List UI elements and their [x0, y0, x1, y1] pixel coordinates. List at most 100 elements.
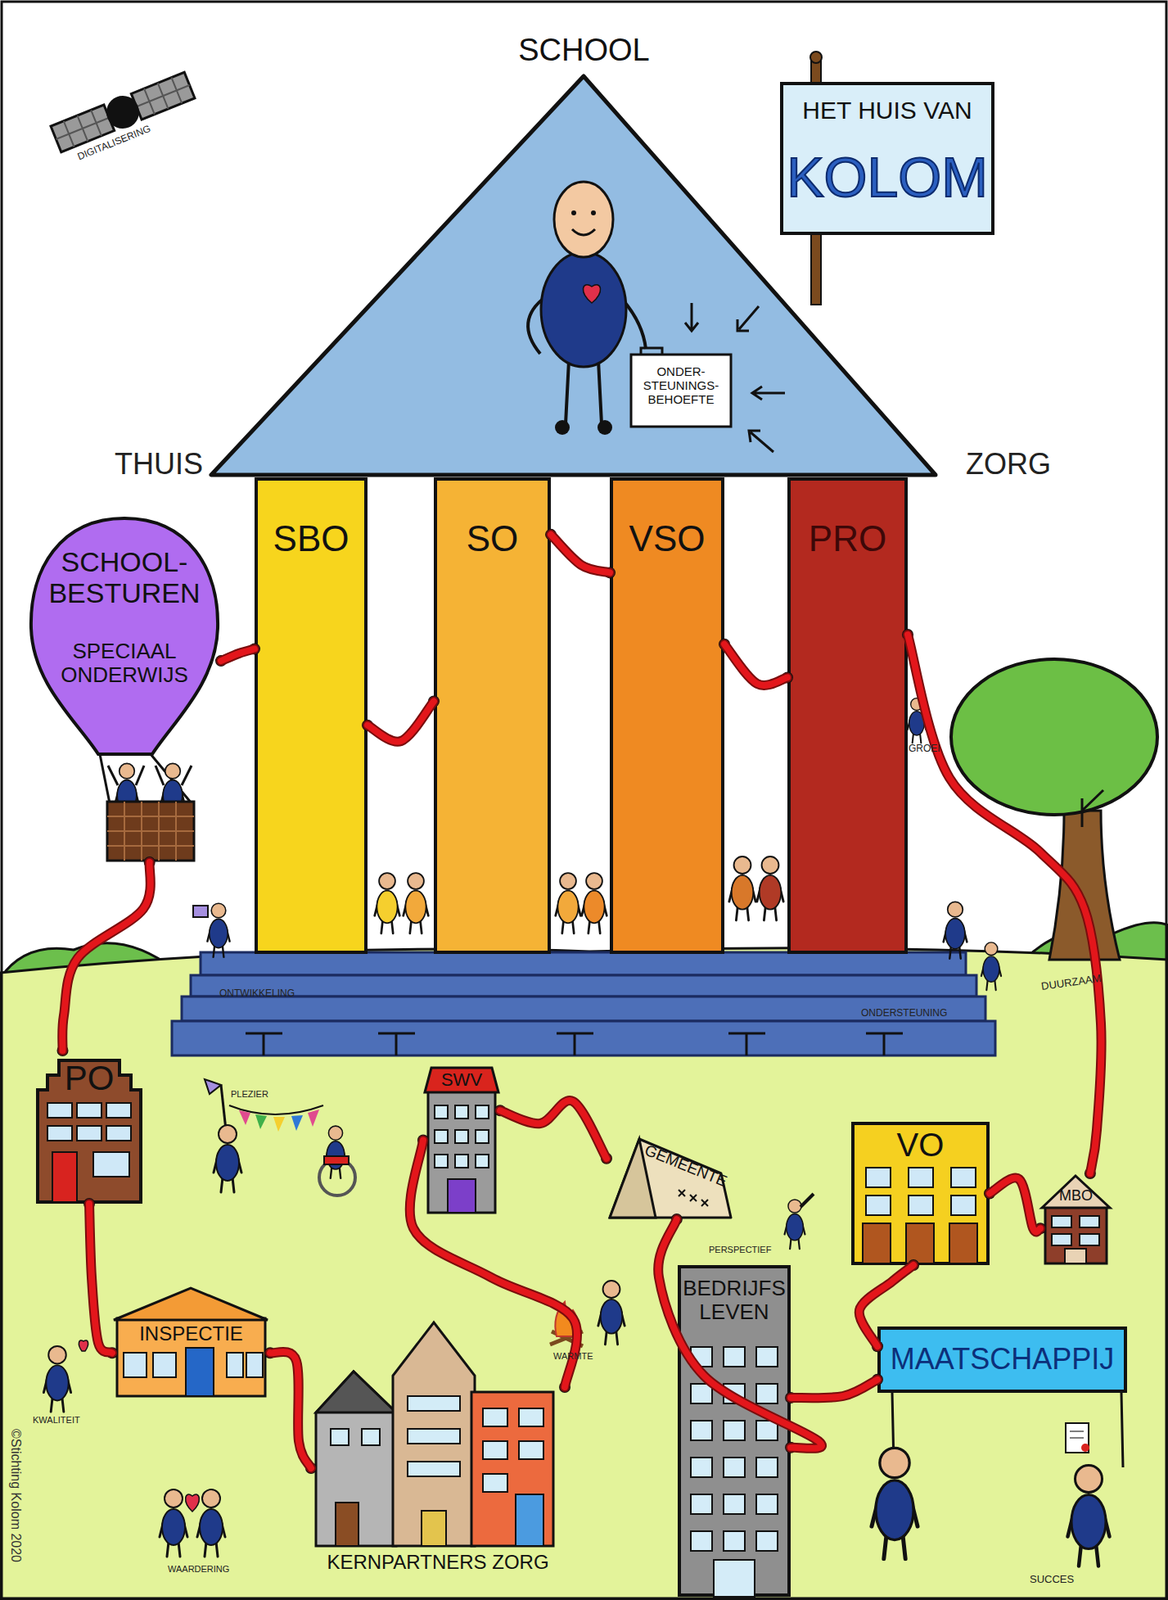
rope-outline: [658, 1218, 822, 1448]
office-tower-shape-part: [756, 1383, 778, 1403]
care-buildings-shape-part: [515, 1493, 544, 1546]
rope-connector: [494, 1100, 613, 1164]
school-building-shape-part: [1064, 1248, 1087, 1263]
node-text: HET HUIS VAN: [780, 96, 995, 125]
school-building-shape-part: [1079, 1233, 1100, 1245]
swv-building-shape-part: [475, 1129, 489, 1143]
rope-connector: [83, 1197, 118, 1358]
pillar: VSO: [609, 477, 725, 954]
school-building-shape-part: [76, 1125, 102, 1141]
node-text: PRO: [787, 518, 908, 559]
school-building-shape-part: [862, 1222, 891, 1263]
node-text: KERNPARTNERS ZORG: [311, 1551, 565, 1574]
care-buildings-shape-part: [315, 1370, 397, 1546]
people-quality-appreciation-part: [185, 1493, 200, 1511]
swv-building-shape-part: [455, 1104, 469, 1119]
steps: [171, 951, 996, 1056]
care-buildings-shape-part: [407, 1428, 460, 1444]
node-text: SCHOOL: [512, 32, 656, 68]
rope-knot: [57, 1044, 69, 1056]
node-text: VO: [851, 1126, 990, 1164]
swv-building-shape-part: [434, 1129, 448, 1143]
node-text: SWV: [423, 1069, 501, 1091]
roof-triangle-shape-part: [572, 229, 596, 235]
school-building-shape-part: [1051, 1233, 1072, 1245]
office-tower-shape-part: [690, 1456, 713, 1477]
rope-knot: [784, 1391, 797, 1403]
society-scene-part: [1068, 1465, 1110, 1566]
roof-triangle-shape-part: [582, 284, 600, 303]
inspection-building-shape-part: [246, 1352, 263, 1377]
rope-line: [658, 1218, 822, 1448]
party-scene-part: [291, 1114, 303, 1131]
rope-knot: [428, 695, 440, 708]
rope-knot: [1034, 1222, 1047, 1234]
care-buildings-shape-part: [335, 1501, 359, 1546]
rope-line: [859, 1264, 914, 1346]
office-tower-shape-part: [723, 1456, 745, 1477]
hot-air-balloon: SCHOOL- BESTURENSPECIAAL ONDERWIJS: [27, 514, 221, 862]
party-scene-part: [255, 1113, 267, 1129]
node-text: BEDRIJFS LEVEN: [679, 1276, 790, 1324]
school-building-shape-part: [93, 1151, 130, 1177]
school-building-shape-part: [1041, 1175, 1110, 1208]
care-buildings-shape-part: [315, 1370, 397, 1412]
office-tower-shape-part: [690, 1383, 713, 1403]
people-quality-appreciation-part: [159, 1488, 188, 1556]
swv-building-shape-part: [475, 1104, 489, 1119]
school-building: VO: [851, 1121, 990, 1265]
society-scene: [871, 1391, 1123, 1566]
care-buildings-shape-part: [482, 1440, 508, 1459]
people-quality-appreciation-part: [43, 1345, 71, 1412]
care-buildings-shape-part: [421, 1510, 447, 1546]
rope-knot: [600, 1152, 613, 1164]
node-text: SPECIAAL ONDERWIJS: [54, 639, 194, 687]
school-building-shape-part: [76, 1102, 102, 1118]
caption-label: ONDERSTEUNING: [861, 1007, 948, 1020]
swv-building-shape-part: [455, 1154, 469, 1168]
society-scene-part: [871, 1447, 918, 1558]
rope-line: [89, 1203, 113, 1353]
hot-air-balloon-shape-part: [107, 801, 194, 861]
step-support: [245, 1032, 903, 1056]
node-text: INSPECTIE: [112, 1322, 271, 1345]
rope-knot: [784, 1441, 797, 1453]
rope-knot: [494, 1104, 506, 1116]
care-buildings-shape-part: [482, 1407, 508, 1426]
pillar: PRO: [787, 477, 908, 954]
inspection-building-shape-part: [153, 1352, 176, 1377]
society-scene-part: [1069, 1430, 1084, 1438]
people-quality-appreciation-part: [78, 1339, 88, 1351]
step-people-part: [981, 942, 1002, 990]
caption-label: PERSPECTIEF: [708, 1244, 772, 1255]
rope-knot: [901, 628, 914, 641]
people-quality-appreciation: [43, 1339, 226, 1556]
roof-triangle-shape-part: [554, 181, 614, 258]
office-tower-shape-part: [723, 1346, 745, 1367]
step-people-part: [943, 901, 968, 958]
suitcase-box: ONDER- STEUNINGS- BEHOEFTE: [629, 347, 733, 429]
school-building-shape: [1040, 1172, 1112, 1265]
people-between-pillars-part: [555, 872, 582, 934]
school-building-shape-part: [1051, 1215, 1072, 1227]
rope-knot: [417, 1134, 429, 1146]
rope-line: [790, 1379, 878, 1398]
office-tower-shape-part: [690, 1530, 713, 1551]
care-buildings-shape-part: [518, 1407, 544, 1426]
rope-knot: [106, 1346, 118, 1358]
step-people-part: [207, 902, 230, 957]
rope-connector: [718, 638, 794, 686]
tree-part: [1049, 810, 1120, 960]
school-building-shape-part: [106, 1125, 131, 1141]
office-tower-shape-part: [723, 1530, 745, 1551]
rope-line: [270, 1351, 312, 1468]
steps-part: [190, 974, 977, 997]
rope-line: [500, 1100, 607, 1159]
rope-outline: [62, 861, 151, 1051]
roof-triangle-shape-part: [571, 210, 577, 216]
swv-building: SWV: [423, 1065, 501, 1214]
rope-knot: [545, 528, 557, 541]
tree-part: [951, 658, 1158, 815]
office-tower-shape-part: [756, 1530, 778, 1551]
